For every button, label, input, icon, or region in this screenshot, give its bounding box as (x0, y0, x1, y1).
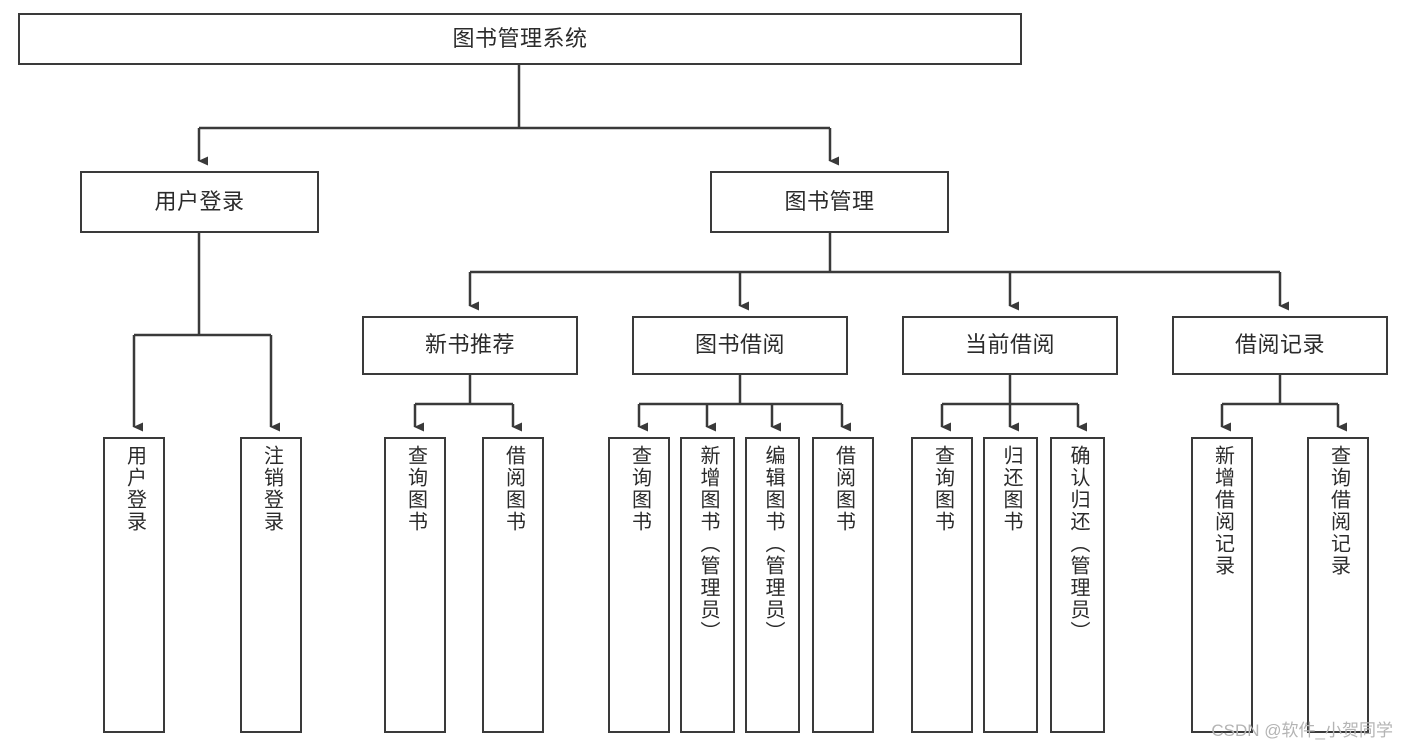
node-leaf-label: 用户登录 (123, 445, 146, 533)
node-leaf-current-borrow-confirm[interactable]: 确认归还（管理员） (1050, 437, 1105, 733)
node-leaf-label: 新增借阅记录 (1211, 445, 1234, 577)
node-leaf-label: 编辑图书（管理员） (762, 445, 784, 643)
node-leaf-borrow-record-add[interactable]: 新增借阅记录 (1191, 437, 1253, 733)
node-leaf-book-borrow-query[interactable]: 查询图书 (608, 437, 670, 733)
node-leaf-book-borrow-borrow[interactable]: 借阅图书 (812, 437, 874, 733)
node-leaf-label: 确认归还（管理员） (1067, 445, 1089, 643)
node-user-login[interactable]: 用户登录 (80, 171, 319, 233)
node-leaf-book-borrow-edit[interactable]: 编辑图书（管理员） (745, 437, 800, 733)
node-current-borrow[interactable]: 当前借阅 (902, 316, 1118, 375)
node-new-book-recommend[interactable]: 新书推荐 (362, 316, 578, 375)
node-borrow-record[interactable]: 借阅记录 (1172, 316, 1388, 375)
node-new-book-recommend-label: 新书推荐 (424, 332, 515, 358)
node-book-management-label: 图书管理 (784, 188, 875, 214)
node-leaf-borrow-record-query[interactable]: 查询借阅记录 (1307, 437, 1369, 733)
node-borrow-record-label: 借阅记录 (1234, 332, 1325, 358)
node-book-borrow[interactable]: 图书借阅 (632, 316, 848, 375)
node-leaf-label: 新增图书（管理员） (697, 445, 719, 643)
node-leaf-label: 查询图书 (404, 445, 427, 533)
node-leaf-label: 查询图书 (931, 445, 954, 533)
node-user-login-label: 用户登录 (154, 188, 245, 214)
node-leaf-label: 注销登录 (260, 445, 283, 533)
node-leaf-new-book-query[interactable]: 查询图书 (384, 437, 446, 733)
node-book-borrow-label: 图书借阅 (694, 332, 785, 358)
node-leaf-label: 借阅图书 (832, 445, 855, 533)
node-leaf-label: 借阅图书 (502, 445, 525, 533)
node-leaf-label: 查询图书 (628, 445, 651, 533)
node-leaf-label: 归还图书 (1000, 445, 1022, 533)
node-leaf-user-login-logout[interactable]: 注销登录 (240, 437, 302, 733)
node-current-borrow-label: 当前借阅 (964, 332, 1055, 358)
node-root-label: 图书管理系统 (452, 25, 588, 51)
node-root-book-management-system[interactable]: 图书管理系统 (18, 13, 1022, 65)
node-leaf-new-book-borrow[interactable]: 借阅图书 (482, 437, 544, 733)
node-leaf-current-borrow-query[interactable]: 查询图书 (911, 437, 973, 733)
node-leaf-book-borrow-add[interactable]: 新增图书（管理员） (680, 437, 735, 733)
node-leaf-current-borrow-return[interactable]: 归还图书 (983, 437, 1038, 733)
node-leaf-user-login-login[interactable]: 用户登录 (103, 437, 165, 733)
watermark-text: CSDN @软件_小贺同学 (1211, 721, 1393, 740)
node-leaf-label: 查询借阅记录 (1327, 445, 1350, 577)
node-book-management[interactable]: 图书管理 (710, 171, 949, 233)
